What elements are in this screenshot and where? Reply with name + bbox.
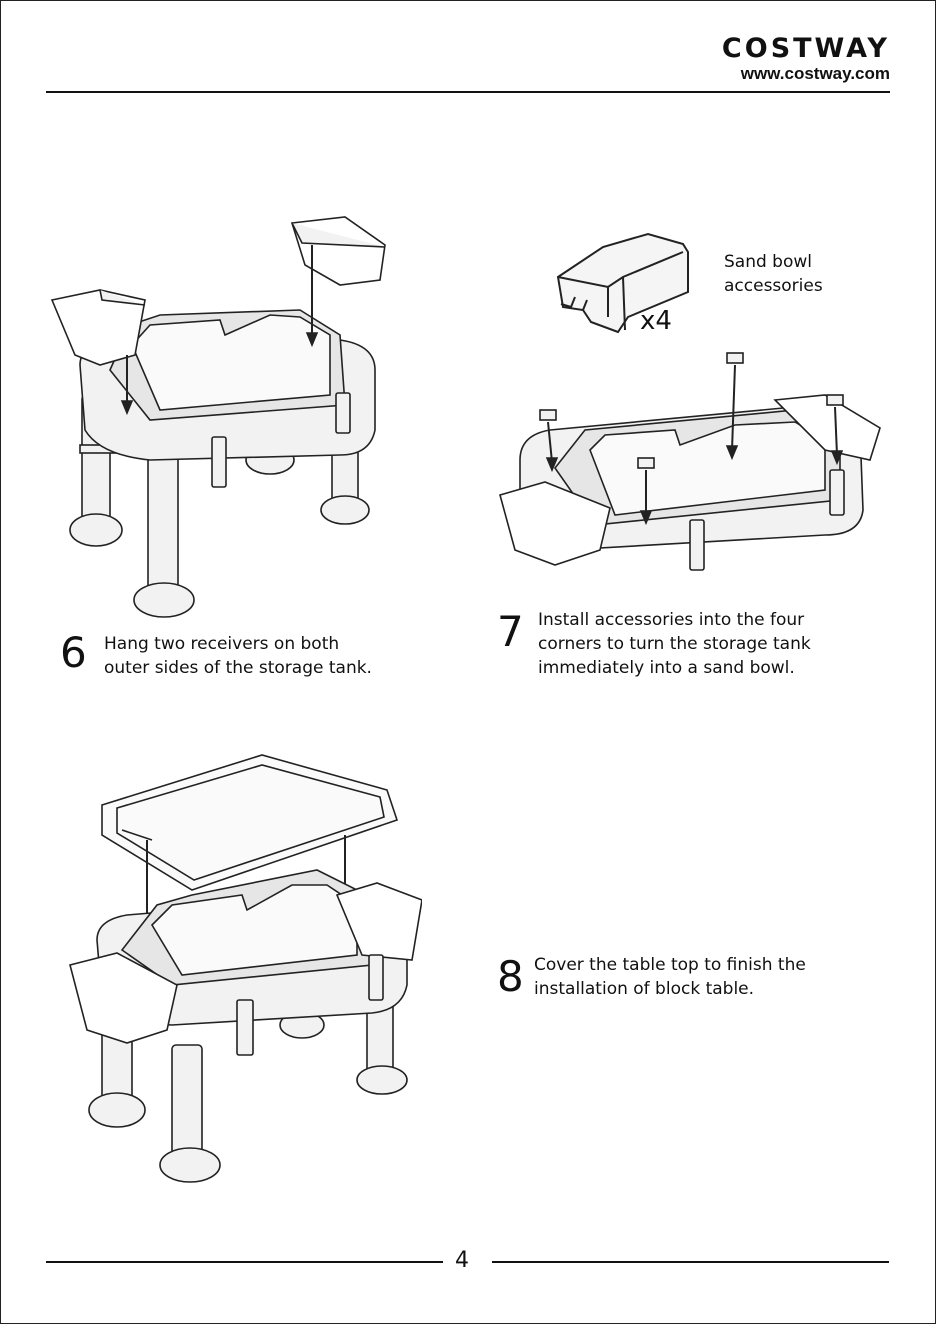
step7-illustration [495, 350, 885, 572]
accessory-label-line: Sand bowl [724, 250, 823, 274]
footer-rule-left [46, 1261, 443, 1263]
sand-bowl-accessory-illustration [553, 222, 693, 337]
brand-logo: COSTWAY [722, 36, 890, 62]
accessory-count: x4 [640, 306, 672, 336]
step7-text-line: corners to turn the storage tank [538, 632, 811, 656]
accessory-label-line: accessories [724, 274, 823, 298]
step7-number: 7 [497, 611, 524, 653]
step8-text: Cover the table top to finish the instal… [534, 953, 806, 1001]
step6-text: Hang two receivers on both outer sides o… [104, 632, 372, 680]
header-rule [46, 91, 890, 93]
accessory-label: Sand bowl accessories [724, 250, 823, 298]
step6-illustration [40, 205, 400, 625]
step7-text: Install accessories into the four corner… [538, 608, 811, 680]
step8-number: 8 [497, 956, 524, 998]
step7-text-line: immediately into a sand bowl. [538, 656, 811, 680]
step6-text-line: Hang two receivers on both [104, 632, 372, 656]
step6-text-line: outer sides of the storage tank. [104, 656, 372, 680]
page-number: 4 [455, 1247, 469, 1275]
brand-url: www.costway.com [722, 64, 890, 84]
step7-text-line: Install accessories into the four [538, 608, 811, 632]
footer-rule-right [492, 1261, 889, 1263]
step8-illustration [62, 745, 422, 1205]
step6-number: 6 [60, 632, 87, 674]
brand-header: COSTWAY www.costway.com [722, 36, 890, 84]
step8-text-line: Cover the table top to finish the [534, 953, 806, 977]
step8-text-line: installation of block table. [534, 977, 806, 1001]
